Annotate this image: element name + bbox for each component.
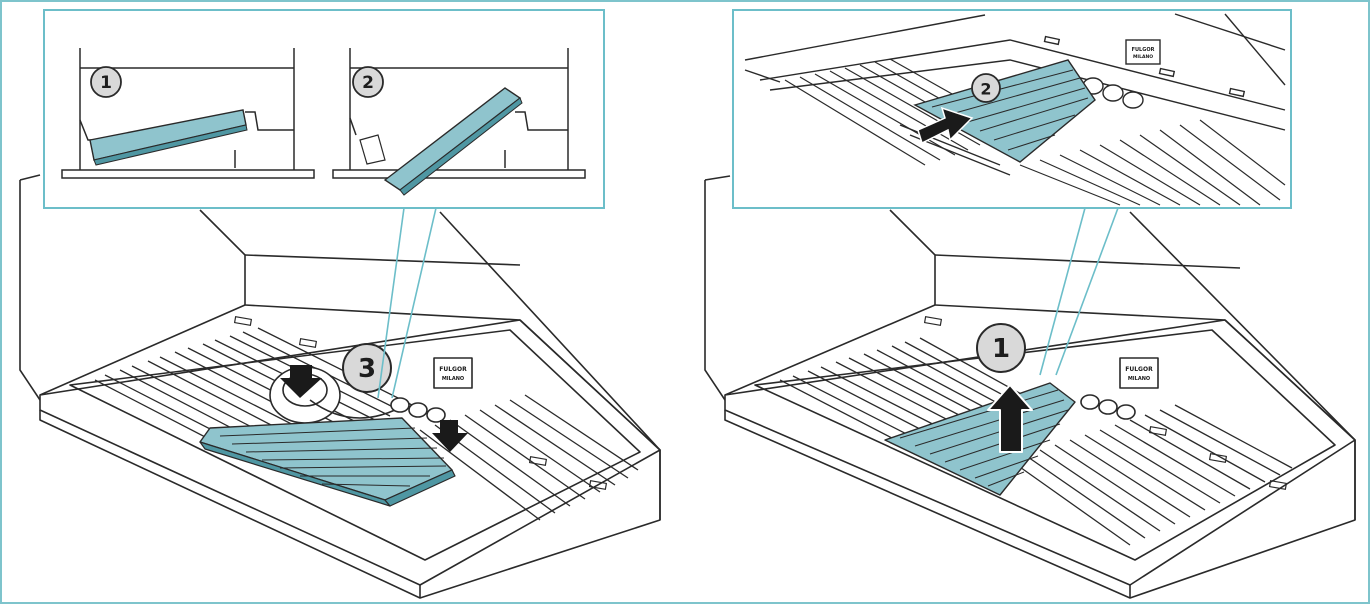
- right-hood-body: [704, 175, 1356, 599]
- left-hood-body: [19, 174, 661, 599]
- left-push-arrows: [280, 365, 468, 452]
- inset-step-label-2: 2: [362, 73, 374, 93]
- right-badge-line2: MILANO: [1128, 376, 1150, 382]
- right-inset-filter: [913, 59, 1096, 163]
- left-grease-filter: [199, 417, 456, 507]
- up-arrow-icon: [987, 384, 1033, 453]
- right-inset-step-marker-2: 2: [971, 73, 1001, 103]
- left-inset: 1 2: [43, 9, 605, 209]
- left-panel: FULGOR MILANO 3: [19, 174, 661, 599]
- right-badge-line1: FULGOR: [1125, 366, 1153, 373]
- right-control-knobs: [1080, 394, 1136, 420]
- down-arrow-icon: [280, 365, 322, 398]
- inset2-filter: [383, 87, 523, 196]
- inset-subfigure-1: 1: [61, 48, 315, 179]
- right-inset-badge-line2: MILANO: [1133, 54, 1153, 60]
- left-callout-connector: [377, 207, 437, 399]
- right-inset-badge-line1: FULGOR: [1132, 47, 1155, 53]
- right-callout-connector: [1039, 207, 1119, 376]
- inset-subfigure-2: 2: [332, 48, 586, 196]
- right-arrow-icon: [917, 106, 974, 145]
- left-control-knobs: [390, 397, 446, 423]
- right-light-slots: [924, 316, 1287, 490]
- right-panel: FULGOR MILANO 1: [704, 175, 1356, 599]
- left-badge-line2: MILANO: [442, 376, 464, 382]
- right-step-label-1: 1: [992, 334, 1010, 364]
- inset-step-label-1: 1: [100, 73, 112, 93]
- left-light-slots: [234, 316, 607, 490]
- right-inset-badge: FULGOR MILANO: [1125, 39, 1161, 65]
- inset-step-marker-2: 2: [352, 66, 384, 98]
- right-step-marker-1: 1: [976, 323, 1026, 373]
- inset1-filter: [89, 109, 248, 166]
- left-badge-line1: FULGOR: [439, 366, 467, 373]
- down-arrow-icon: [432, 420, 468, 452]
- right-inset-step-label-2: 2: [980, 80, 991, 99]
- right-brand-badge: FULGOR MILANO: [1119, 357, 1159, 389]
- left-brand-badge: FULGOR MILANO: [433, 357, 473, 389]
- left-step-marker-3: 3: [342, 343, 392, 393]
- left-step-label-3: 3: [358, 354, 376, 384]
- inset-step-marker-1: 1: [90, 66, 122, 98]
- right-inset-detail: FULGOR MILANO: [744, 13, 1286, 206]
- right-inset: FULGOR MILANO 2: [732, 9, 1292, 209]
- right-grease-filter: [884, 382, 1076, 496]
